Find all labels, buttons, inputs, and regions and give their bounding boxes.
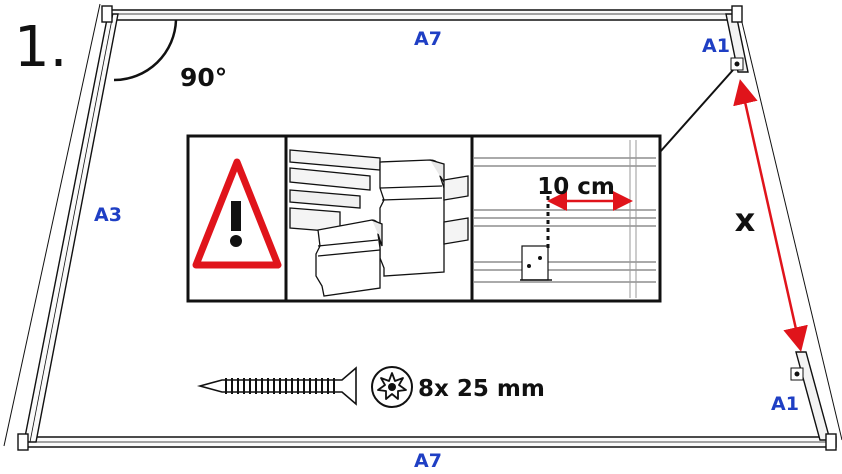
step-number: 1. <box>14 15 67 80</box>
bracket-bottom-right <box>790 367 804 381</box>
bottom-right-post <box>795 351 831 441</box>
right-angle-arc <box>113 19 178 82</box>
diagonal-measure-arrow <box>733 79 808 352</box>
offset-label: 10 cm <box>537 174 615 200</box>
distance-label: x <box>735 201 756 239</box>
screw-icon <box>196 366 357 406</box>
detail-panel <box>186 134 662 303</box>
part-label-top-rail: A7 <box>414 28 442 50</box>
part-label-bottom-right-bracket: A1 <box>771 393 799 415</box>
warning-triangle-icon <box>192 158 282 269</box>
angle-label: 90° <box>180 63 227 92</box>
frame-outline <box>3 3 842 451</box>
screw-spec-label: 8x 25 mm <box>418 376 545 402</box>
bracket-top-right <box>730 57 744 71</box>
left-rail-a3 <box>23 13 119 443</box>
torx-drive-icon <box>371 366 413 408</box>
rail-profile-illustration <box>289 149 469 297</box>
part-label-left-rail: A3 <box>94 204 122 226</box>
detail-leader-line <box>659 69 734 153</box>
part-label-bottom-rail: A7 <box>414 450 442 472</box>
top-rail-a7 <box>107 9 739 21</box>
part-label-top-right-bracket: A1 <box>702 35 730 57</box>
offset-detail-illustration <box>474 140 656 298</box>
